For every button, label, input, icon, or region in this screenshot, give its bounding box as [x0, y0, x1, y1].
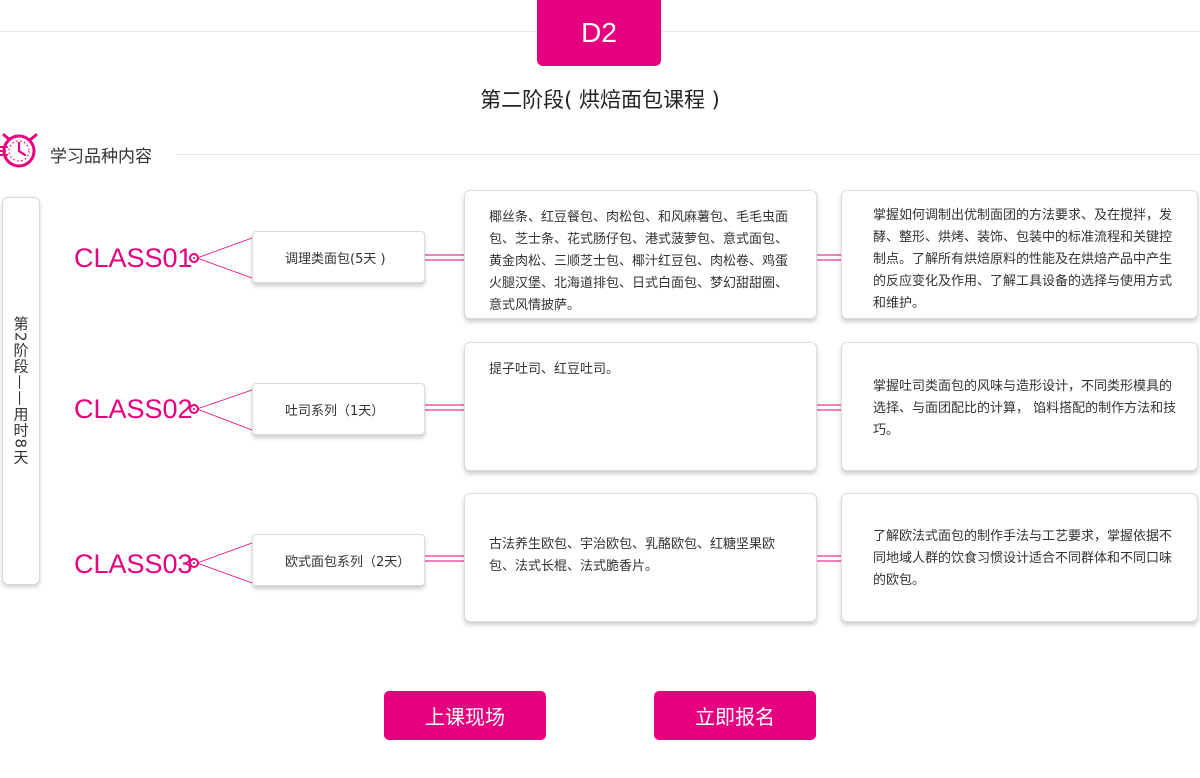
- section-divider: [177, 154, 1200, 155]
- stopwatch-icon: [0, 133, 38, 168]
- class03-goals: 了解欧法式面包的制作手法与工艺要求，掌握依据不同地域人群的饮食习惯设计适合不同群…: [841, 493, 1198, 622]
- section-label: 学习品种内容: [50, 147, 152, 167]
- stage-duration-tab: 第2阶段——用时8天: [2, 197, 40, 585]
- class01-node-dot: [189, 253, 199, 263]
- class02-goals: 掌握吐司类面包的风味与造形设计，不同类形模具的选择、与面团配比的计算， 馅料搭配…: [841, 342, 1198, 471]
- class-live-button[interactable]: 上课现场: [384, 691, 546, 740]
- class02-label: CLASS02: [74, 394, 193, 424]
- class02-node-dot: [189, 404, 199, 414]
- class03-varieties: 古法养生欧包、宇治欧包、乳酪欧包、红糖坚果欧包、法式长棍、法式脆香片。: [464, 493, 817, 622]
- class01-varieties: 椰丝条、红豆餐包、肉松包、和风麻薯包、毛毛虫面包、芝士条、花式肠仔包、港式菠萝包…: [464, 190, 817, 319]
- class03-label: CLASS03: [74, 549, 193, 579]
- signup-button[interactable]: 立即报名: [654, 691, 816, 740]
- class03-category: 欧式面包系列（2天）: [252, 534, 425, 586]
- class03-node-dot: [189, 558, 199, 568]
- stage-badge: D2: [537, 0, 661, 66]
- stage-title: 第二阶段( 烘焙面包课程 ): [480, 88, 720, 112]
- class02-varieties: 提子吐司、红豆吐司。: [464, 342, 817, 471]
- class01-category: 调理类面包(5天 ): [252, 231, 425, 283]
- class01-goals: 掌握如何调制出优制面团的方法要求、及在搅拌，发酵、整形、烘烤、装饰、包装中的标准…: [841, 190, 1198, 319]
- class02-category: 吐司系列（1天）: [252, 383, 425, 435]
- class01-label: CLASS01: [74, 243, 193, 273]
- stage-duration-text: 第2阶段——用时8天: [11, 316, 30, 466]
